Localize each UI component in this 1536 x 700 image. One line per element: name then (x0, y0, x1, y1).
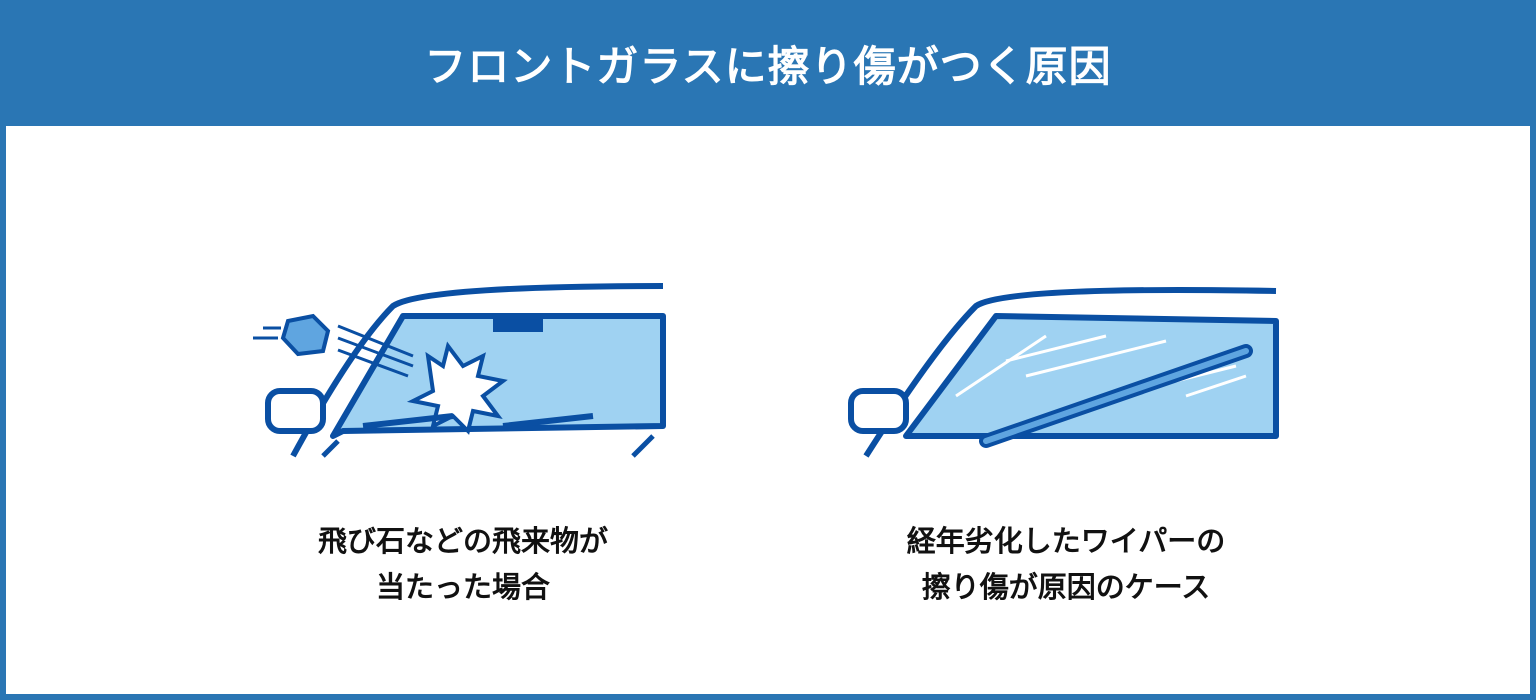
header-bar: フロントガラスに擦り傷がつく原因 (0, 0, 1536, 126)
caption-line: 飛び石などの飛来物が (317, 524, 608, 558)
caption-line: 経年劣化したワイパーの (906, 524, 1226, 558)
windshield-wiper-scratch-icon (848, 287, 1279, 458)
caption-line: 当たった場合 (375, 570, 550, 604)
page-title: フロントガラスに擦り傷がつく原因 (424, 41, 1112, 91)
content-panel: 飛び石などの飛来物が 当たった場合 経年劣化したワイパーの 擦り傷が原因のケース (6, 126, 1530, 694)
windshield-stone-impact-icon (253, 283, 666, 458)
cause-card-stone: 飛び石などの飛来物が 当たった場合 (243, 266, 683, 610)
caption-line: 擦り傷が原因のケース (921, 570, 1211, 604)
cause-card-wiper: 経年劣化したワイパーの 擦り傷が原因のケース (846, 266, 1286, 610)
cause-caption: 経年劣化したワイパーの 擦り傷が原因のケース (846, 518, 1286, 610)
cause-caption: 飛び石などの飛来物が 当たった場合 (243, 518, 683, 610)
